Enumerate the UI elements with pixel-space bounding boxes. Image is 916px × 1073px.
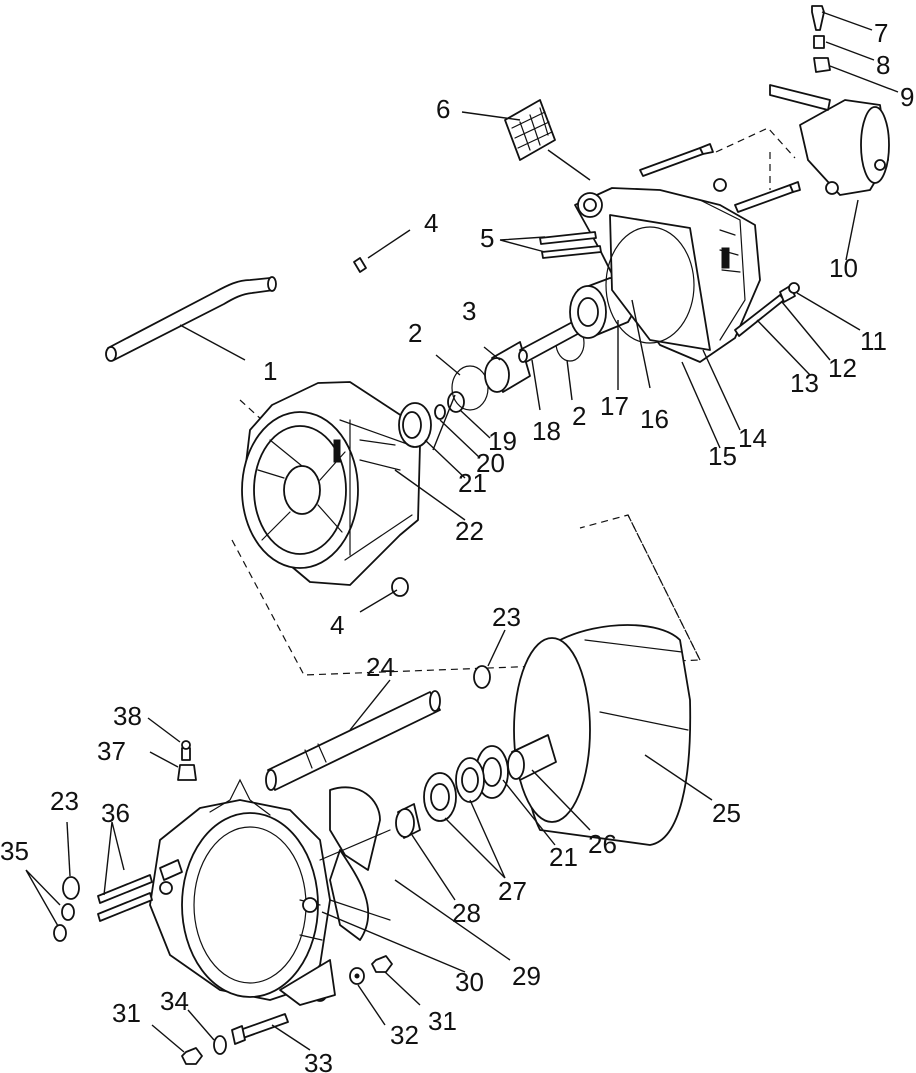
- callout-22: 22: [455, 516, 484, 546]
- plug-part-lower: [391, 577, 409, 597]
- bearing-part-upper: [398, 402, 432, 448]
- nipple-part: [177, 764, 197, 781]
- bushing-part-lower: [395, 803, 421, 839]
- callout-15: 15: [708, 441, 737, 471]
- screw-part: [811, 5, 825, 31]
- callout-21-lower: 21: [549, 842, 578, 872]
- steering-nozzle-part: [769, 84, 890, 196]
- stud-part-group: [97, 859, 183, 922]
- callout-31-right: 31: [428, 1006, 457, 1036]
- o-ring-part-upper: [473, 665, 491, 689]
- bolt-washer-nut-part: [734, 282, 800, 337]
- stator-housing-part: [574, 178, 761, 363]
- sleeve-part: [507, 734, 557, 781]
- callout-3: 3: [462, 296, 476, 326]
- callout-6: 6: [436, 94, 450, 124]
- callout-26: 26: [588, 829, 617, 859]
- washer-part-pair-left: [53, 903, 75, 942]
- callout-21-upper: 21: [458, 468, 487, 498]
- hose-part: [105, 276, 277, 362]
- callout-13: 13: [790, 368, 819, 398]
- callout-4-upper: 4: [424, 208, 438, 238]
- snap-ring-part-left: [451, 365, 489, 411]
- callout-5: 5: [480, 223, 494, 253]
- callout-28: 28: [452, 898, 481, 928]
- callout-34: 34: [160, 986, 189, 1016]
- callout-29: 29: [512, 961, 541, 991]
- callout-35: 35: [0, 836, 29, 866]
- drive-shaft-part: [265, 690, 441, 791]
- bushing-part: [813, 57, 831, 73]
- washer-part-lower: [213, 1035, 227, 1055]
- callout-25: 25: [712, 798, 741, 828]
- nut-part-lower: [181, 1047, 203, 1065]
- callout-24: 24: [366, 652, 395, 682]
- callout-20: 20: [476, 448, 505, 478]
- impeller-part: [319, 786, 391, 941]
- washer-part-right: [349, 967, 365, 985]
- long-bolt-part: [231, 1013, 289, 1045]
- callout-32: 32: [390, 1020, 419, 1050]
- nut-part-right: [371, 955, 393, 973]
- callout-labels: 1 2 2 3 4 4 5 6 7 8 9 10 11 12 13 14 15 …: [0, 18, 914, 1073]
- bolt-part-pair: [539, 231, 602, 259]
- callout-27: 27: [498, 876, 527, 906]
- impeller-housing-part: [241, 381, 421, 586]
- callout-9: 9: [900, 82, 914, 112]
- callout-37: 37: [97, 736, 126, 766]
- callout-12: 12: [828, 353, 857, 383]
- callout-4-lower: 4: [330, 610, 344, 640]
- leader-lines: [25, 11, 899, 1053]
- callout-7: 7: [874, 18, 888, 48]
- callout-23-upper: 23: [492, 602, 521, 632]
- callout-33: 33: [304, 1048, 333, 1073]
- callout-1: 1: [263, 356, 277, 386]
- callout-2-right: 2: [572, 401, 586, 431]
- decal-part: [504, 99, 556, 161]
- fitting-part: [181, 740, 191, 761]
- spacer-part: [813, 35, 825, 49]
- callout-23-left: 23: [50, 786, 79, 816]
- callout-8: 8: [876, 50, 890, 80]
- pin-part-upper: [353, 257, 367, 273]
- callout-36: 36: [101, 798, 130, 828]
- small-ring-part: [434, 404, 446, 420]
- seal-part-pair: [423, 757, 485, 822]
- callout-14: 14: [738, 423, 767, 453]
- upper-stud-bolts: [639, 143, 801, 213]
- callout-38: 38: [113, 701, 142, 731]
- assembly-reference-lines: [231, 127, 796, 676]
- shaft-part: [518, 317, 586, 363]
- callout-16: 16: [640, 404, 669, 434]
- callout-31-left: 31: [112, 998, 141, 1028]
- pump-housing-part: [149, 778, 336, 1006]
- callout-19: 19: [488, 426, 517, 456]
- callout-30: 30: [455, 967, 484, 997]
- wear-liner-drum-part: [513, 624, 692, 846]
- callout-2-left: 2: [408, 318, 422, 348]
- callout-10: 10: [829, 253, 858, 283]
- callout-18: 18: [532, 416, 561, 446]
- callout-17: 17: [600, 391, 629, 421]
- callout-11: 11: [860, 326, 887, 356]
- o-ring-part-left: [62, 876, 80, 900]
